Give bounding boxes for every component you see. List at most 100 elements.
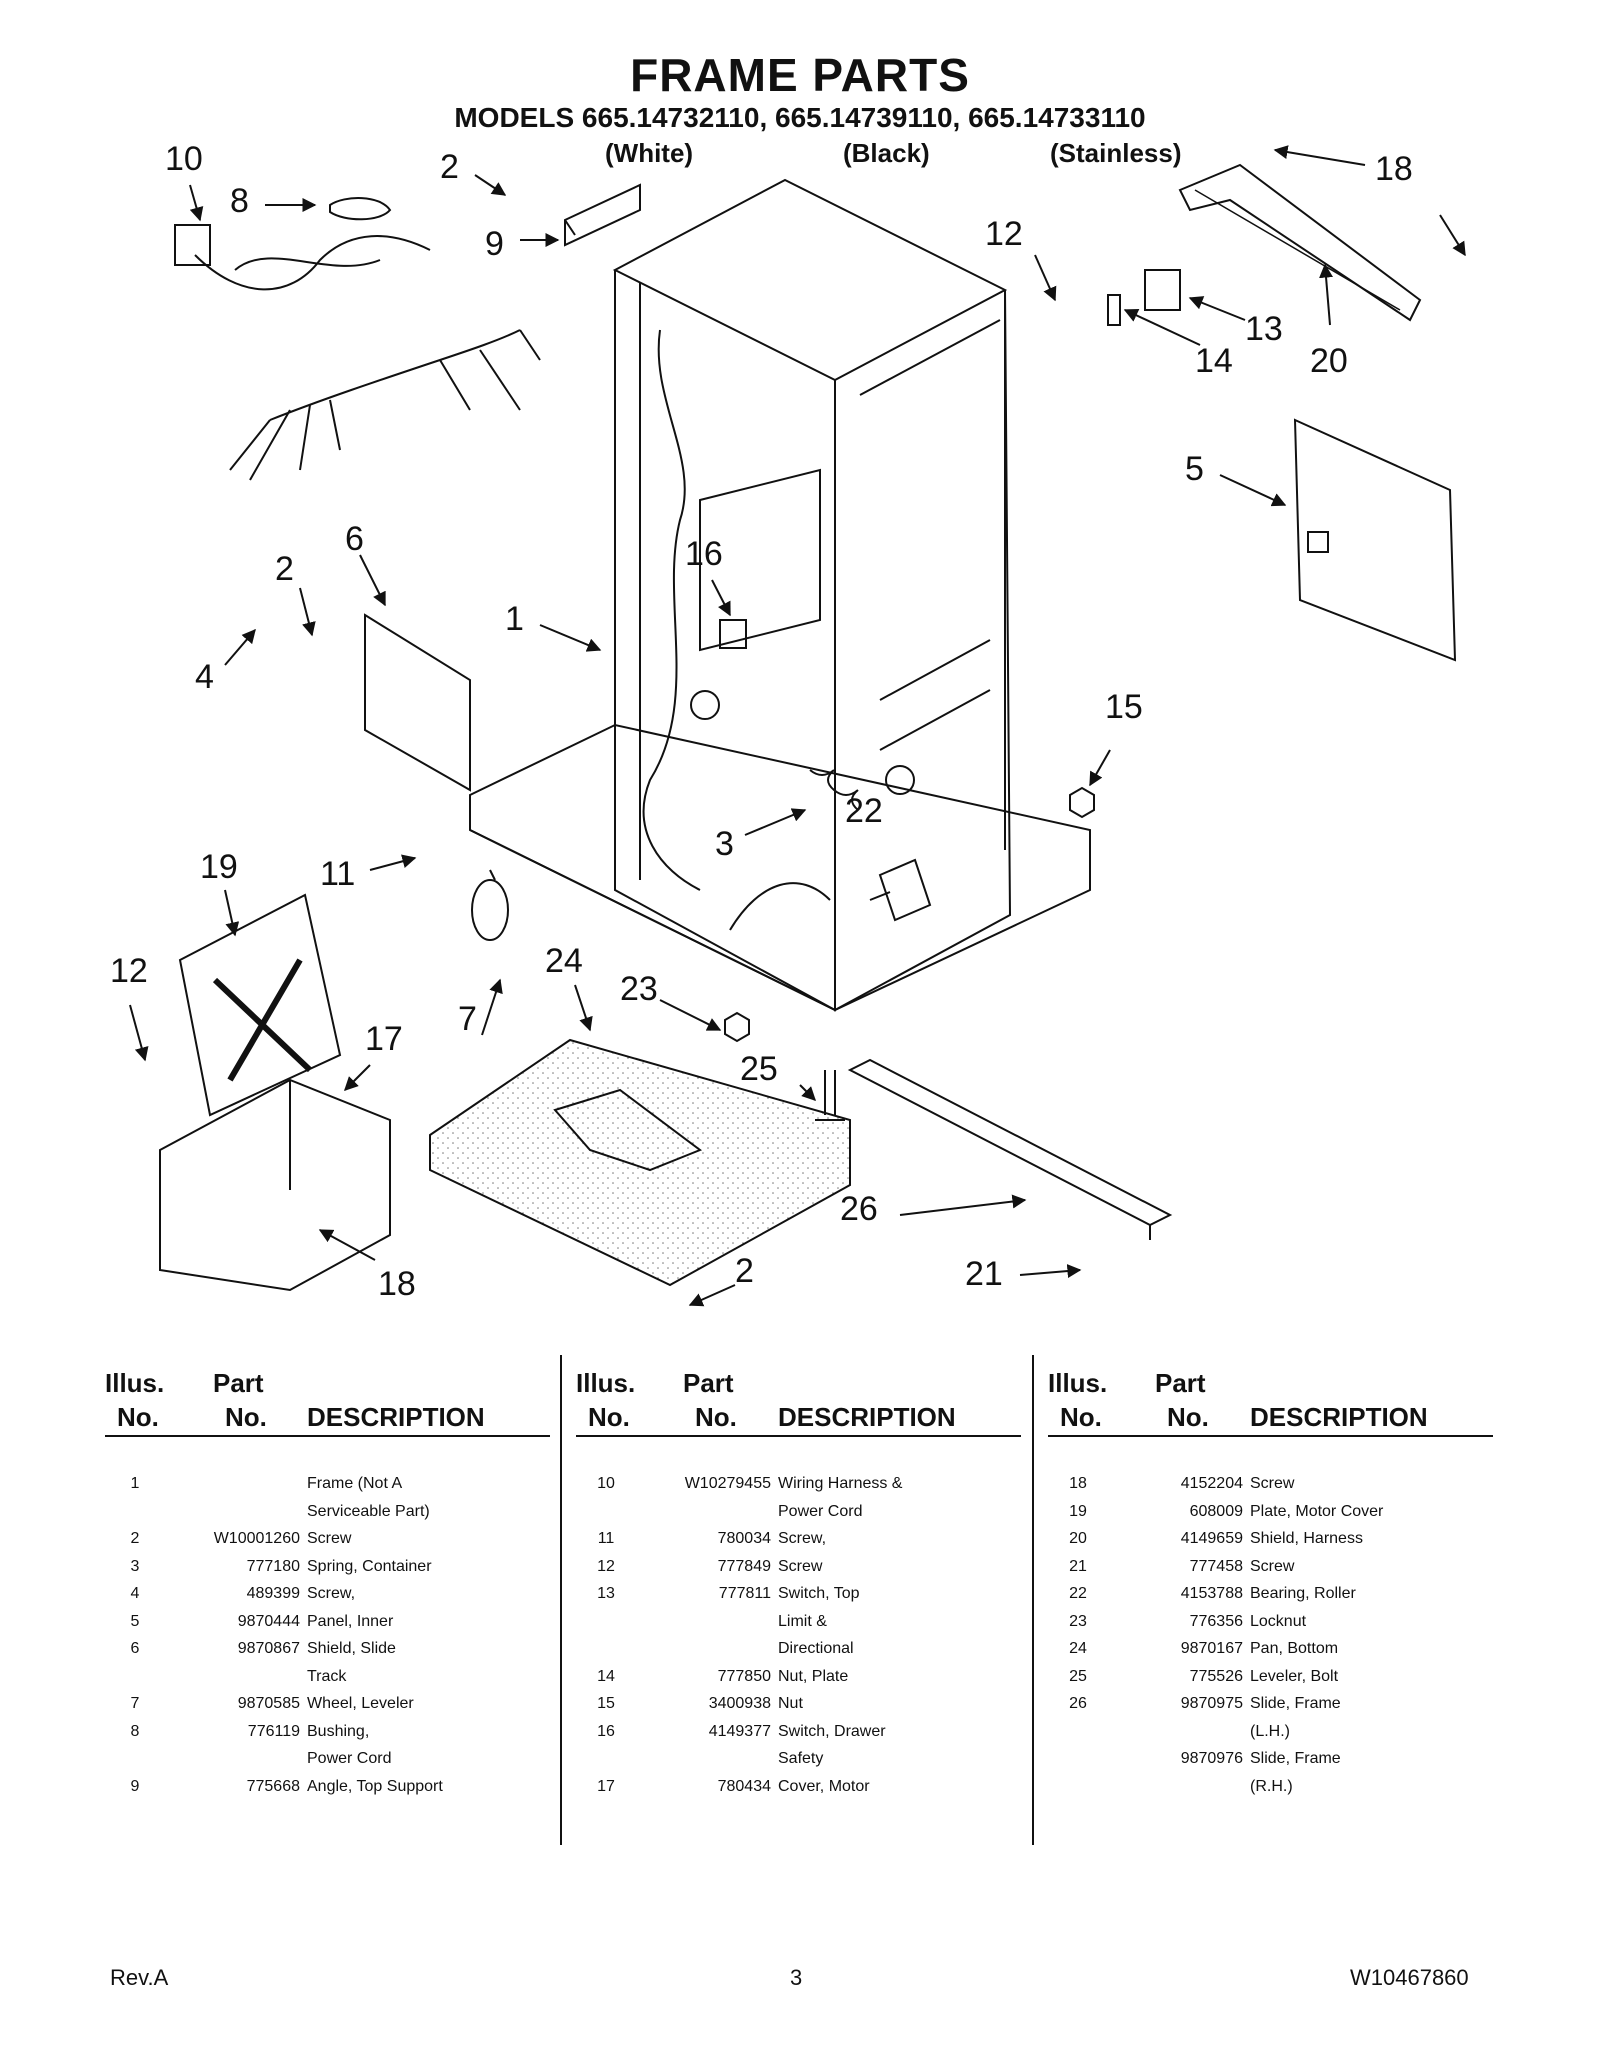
description-cell: Serviceable Part) — [307, 1502, 430, 1520]
bottom-pan — [429, 1038, 851, 1287]
illus-no-cell: 14 — [597, 1667, 615, 1685]
description-cell: Nut — [778, 1695, 803, 1712]
illus-no-cell: 13 — [597, 1585, 615, 1602]
callout: 4 — [195, 658, 214, 696]
illus-no-cell: 6 — [130, 1640, 140, 1657]
leveler-bolt — [815, 1070, 845, 1121]
table-row: 19 608009 Plate, Motor Cover — [1048, 1498, 1493, 1526]
part-no-cell: 608009 — [1189, 1502, 1243, 1520]
top-limit-switch — [1144, 269, 1181, 311]
models-line: MODELS 665.14732110, 665.14739110, 665.1… — [454, 102, 1146, 133]
callout: 2 — [275, 550, 294, 588]
table-row: Directional — [576, 1635, 1021, 1663]
callout: 19 — [200, 848, 238, 886]
part-no-cell: 775668 — [246, 1777, 300, 1795]
description-cell: Screw, — [307, 1585, 356, 1602]
table-row: Track — [105, 1663, 550, 1691]
illus-header: No. — [588, 1402, 630, 1432]
illus-header: Illus. — [105, 1368, 165, 1398]
part-header: Part — [1155, 1368, 1206, 1398]
illus-no-cell: 9 — [130, 1777, 140, 1795]
part-no-cell: 4153788 — [1180, 1585, 1243, 1602]
table-row: Power Cord — [105, 1745, 550, 1773]
slide-track-shield — [364, 613, 471, 792]
illus-no-cell: 16 — [597, 1722, 615, 1740]
callout: 2 — [735, 1252, 754, 1290]
part-no-cell: 9870867 — [237, 1640, 300, 1657]
part-no-cell: 4149659 — [1180, 1530, 1243, 1547]
variant-white: (White) — [605, 138, 694, 168]
roller-bearing — [869, 858, 932, 922]
motor-cover-plate — [178, 893, 342, 1117]
illus-no-cell: 24 — [1069, 1640, 1087, 1657]
table-row: Serviceable Part) — [105, 1498, 550, 1526]
description-cell: Locknut — [1250, 1612, 1307, 1630]
part-no-cell: 777849 — [717, 1557, 771, 1575]
description-cell: Plate, Motor Cover — [1250, 1502, 1384, 1520]
illus-no-cell: 15 — [597, 1695, 615, 1712]
callout: 18 — [1375, 150, 1413, 188]
table-row: 22 4153788 Bearing, Roller — [1048, 1580, 1493, 1608]
callout: 2 — [440, 148, 459, 186]
description-cell: Track — [307, 1667, 347, 1685]
variant-stainless: (Stainless) — [1050, 138, 1182, 168]
header-rule — [576, 1435, 1021, 1437]
description-cell: Screw, — [778, 1530, 827, 1547]
illus-no-cell: 18 — [1069, 1475, 1087, 1492]
illus-header: Illus. — [1048, 1368, 1108, 1398]
description-cell: Safety — [778, 1750, 824, 1767]
illus-no-cell: 21 — [1069, 1557, 1087, 1575]
part-no-cell: 9870585 — [237, 1695, 300, 1712]
description-cell: Slide, Frame — [1250, 1750, 1341, 1767]
callout: 14 — [1195, 342, 1233, 380]
illus-no-cell: 8 — [130, 1722, 140, 1740]
callout: 13 — [1245, 310, 1283, 348]
callout: 21 — [965, 1255, 1003, 1293]
callout-labels: 10 8 2 9 12 18 13 14 20 5 6 2 1 16 4 15 … — [110, 140, 1413, 1303]
locknut — [724, 1011, 750, 1043]
description-cell: Cover, Motor — [778, 1777, 870, 1795]
inner-panel — [1293, 418, 1457, 662]
callout: 7 — [458, 1000, 477, 1038]
illus-no-cell: 4 — [130, 1585, 140, 1602]
part-no-cell: 777458 — [1189, 1557, 1243, 1575]
callout: 5 — [1185, 450, 1204, 488]
illus-no-cell: 23 — [1069, 1612, 1087, 1630]
callout: 12 — [110, 952, 148, 990]
description-cell: Bearing, Roller — [1250, 1585, 1356, 1602]
description-cell: Leveler, Bolt — [1250, 1667, 1339, 1685]
description-cell: Screw — [307, 1530, 352, 1547]
illus-no-cell: 22 — [1069, 1585, 1087, 1602]
page-title: FRAME PARTS — [630, 49, 970, 101]
slide-frame — [847, 1058, 1173, 1240]
callout: 22 — [845, 792, 883, 830]
wiring-harness — [174, 224, 541, 481]
illus-no-cell: 19 — [1069, 1502, 1087, 1520]
description-header: DESCRIPTION — [778, 1402, 956, 1432]
part-no-cell: 777850 — [717, 1667, 771, 1685]
table-row: Safety — [576, 1745, 1021, 1773]
description-cell: Switch, Drawer — [778, 1722, 886, 1740]
callout: 12 — [985, 215, 1023, 253]
illus-no-cell: 17 — [597, 1777, 615, 1795]
description-cell: Shield, Harness — [1250, 1530, 1363, 1547]
column-divider — [560, 1355, 562, 1845]
illus-no-cell: 26 — [1069, 1695, 1087, 1712]
